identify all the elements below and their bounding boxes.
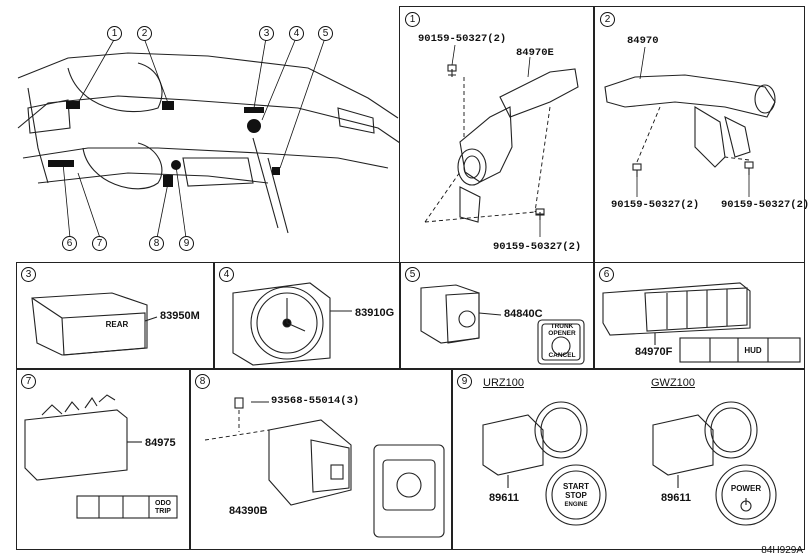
- panel-7-part-label: 84975: [145, 437, 176, 449]
- panel-7[interactable]: 7 84975 ODO TRIP: [16, 369, 190, 550]
- callout-1[interactable]: 1: [107, 26, 122, 41]
- panel-9-right-part: 89611: [661, 492, 691, 504]
- panel-6-hud-text: HUD: [744, 346, 762, 355]
- panel-4-part-label: 83910G: [355, 307, 395, 319]
- callout-9[interactable]: 9: [179, 236, 194, 251]
- panel-2-bolt-right-label: 90159-50327(2): [721, 199, 810, 211]
- callout-2[interactable]: 2: [137, 26, 152, 41]
- panel-6[interactable]: 6 84970F HUD: [594, 262, 805, 369]
- panel-4-number: 4: [219, 267, 234, 282]
- diagram-code: 84H929A: [761, 545, 803, 556]
- panel-9-left-part: 89611: [489, 492, 519, 504]
- panel-4-drawing: [232, 282, 352, 366]
- panel-3-face-text: REAR: [105, 320, 129, 329]
- dashboard-drawing: [17, 37, 401, 239]
- panel-6-drawing: [602, 282, 801, 363]
- panel-3-part-label: 83950M: [160, 310, 200, 322]
- panel-3-number: 3: [21, 267, 36, 282]
- panel-5-face-text: TRUNK OPENER: [548, 323, 576, 337]
- panel-9[interactable]: 9 URZ100 GWZ100 89611 89611 ST: [452, 369, 805, 550]
- panel-7-number: 7: [21, 374, 36, 389]
- callout-7[interactable]: 7: [92, 236, 107, 251]
- panel-3-drawing: [31, 292, 158, 356]
- panel-1-number: 1: [405, 12, 420, 27]
- callout-3[interactable]: 3: [259, 26, 274, 41]
- panel-1[interactable]: 1 90159-50327(2) 84970E 90159-50327(2): [399, 6, 594, 263]
- panel-2-drawing: [604, 46, 776, 197]
- overview-panel: 1 2 3 4 5 6 7 8 9: [8, 8, 402, 260]
- panel-9-start-line3: ENGINE: [564, 502, 588, 508]
- panel-9-power-label: POWER: [730, 484, 762, 493]
- panel-7-detail-text: ODO TRIP: [155, 500, 171, 515]
- panel-4[interactable]: 4 83910G: [214, 262, 400, 369]
- panel-1-bolt-bottom-label: 90159-50327(2): [493, 241, 582, 253]
- panel-1-bolt-top-label: 90159-50327(2): [418, 33, 507, 45]
- panel-6-part-label: 84970F: [635, 346, 673, 358]
- panel-8-part-label: 84390B: [229, 505, 268, 517]
- panel-9-right-model: GWZ100: [651, 377, 696, 389]
- panel-1-part-label: 84970E: [516, 47, 554, 59]
- panel-5-drawing: [420, 284, 585, 365]
- panel-9-start-line1: START: [562, 482, 590, 491]
- panel-7-drawing: [24, 394, 178, 519]
- panel-8-bolt-label: 93568-55014(3): [271, 395, 360, 407]
- callout-8[interactable]: 8: [149, 236, 164, 251]
- panel-5-number: 5: [405, 267, 420, 282]
- panel-9-start-line2: STOP: [565, 491, 587, 500]
- panel-2-part-label: 84970: [627, 35, 659, 47]
- panel-3[interactable]: 3 83950M REAR: [16, 262, 214, 369]
- panel-2[interactable]: 2 84970 90159-50327(2) 90159-50327(2): [594, 6, 809, 263]
- panel-8-drawing: [204, 397, 445, 538]
- callout-4[interactable]: 4: [289, 26, 304, 41]
- panel-5-part-label: 84840C: [504, 308, 543, 320]
- panel-2-number: 2: [600, 12, 615, 27]
- panel-5-cancel-text: CANCEL: [548, 352, 576, 359]
- callout-6[interactable]: 6: [62, 236, 77, 251]
- panel-2-bolt-left-label: 90159-50327(2): [611, 199, 700, 211]
- panel-9-drawing: [482, 401, 777, 526]
- panel-8[interactable]: 8 93568-55014(3) 84390B: [190, 369, 452, 550]
- panel-9-left-model: URZ100: [483, 377, 524, 389]
- panel-5[interactable]: 5 84840C TRUNK OPENER CANCEL: [400, 262, 594, 369]
- callout-5[interactable]: 5: [318, 26, 333, 41]
- panel-8-number: 8: [195, 374, 210, 389]
- panel-9-number: 9: [457, 374, 472, 389]
- panel-6-number: 6: [599, 267, 614, 282]
- panel-1-drawing: [424, 44, 579, 237]
